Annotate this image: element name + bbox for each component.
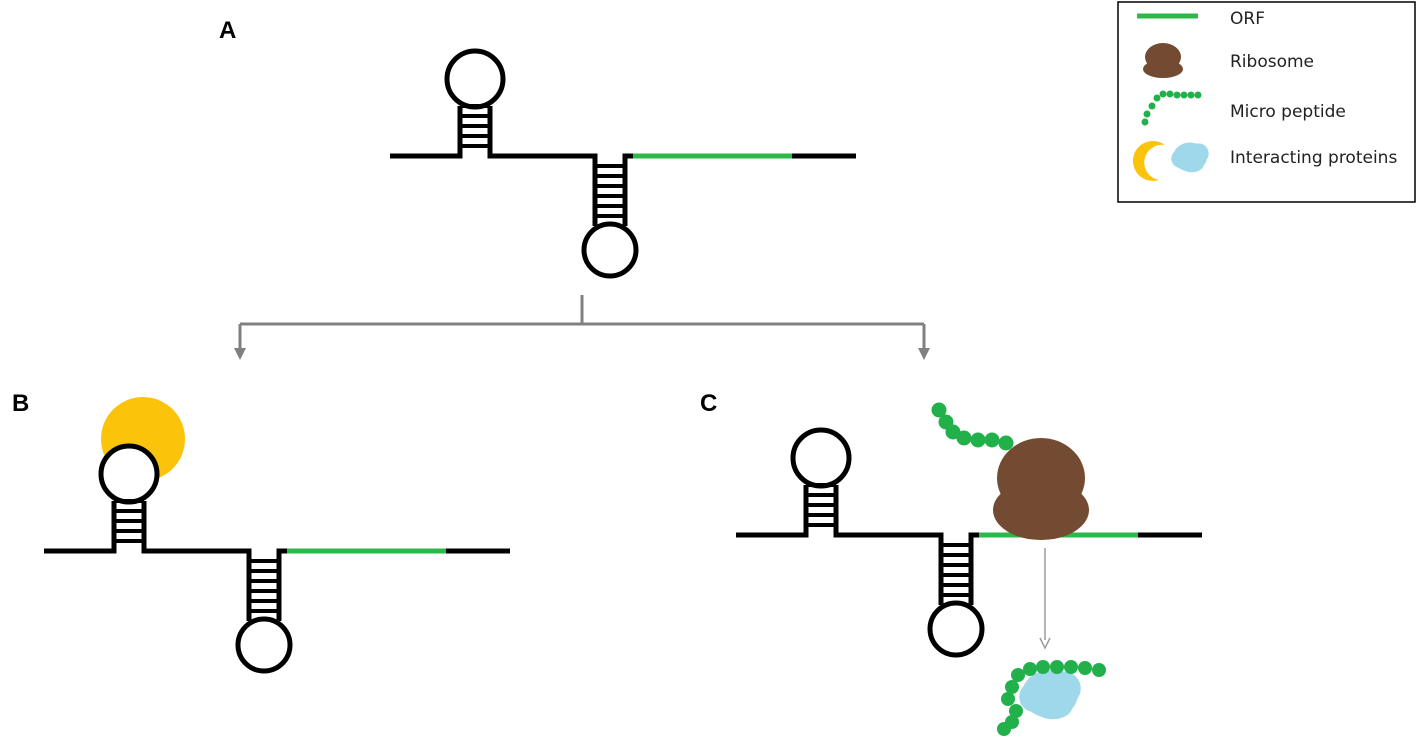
interacting-protein-blue-part: [1179, 157, 1204, 173]
peptide-bead: [931, 402, 947, 418]
legend-label-ribosome: Ribosome: [1230, 52, 1314, 72]
arrowhead-right-icon: [918, 348, 930, 360]
micro-peptide-chain: [931, 402, 1014, 451]
peptide-bead: [1078, 661, 1092, 675]
interacting-proteins-icon: [1132, 140, 1209, 181]
peptide-bead: [1143, 110, 1151, 118]
peptide-bead: [984, 432, 1000, 448]
peptide-bead: [1064, 660, 1078, 674]
peptide-bead: [945, 424, 961, 440]
panel-a-label: A: [219, 17, 236, 44]
released-peptide-complex: [997, 660, 1106, 736]
peptide-bead: [970, 432, 986, 448]
ribosome-icon: [993, 438, 1089, 540]
legend-label-interacting-proteins: Interacting proteins: [1230, 148, 1397, 168]
peptide-bead: [1005, 680, 1019, 694]
peptide-bead: [1141, 118, 1149, 126]
peptide-bead: [1023, 662, 1037, 676]
peptide-bead: [1180, 91, 1188, 99]
peptide-bead: [1159, 90, 1167, 98]
panel-b-rna: [44, 397, 510, 671]
panel-c-rna: [736, 402, 1202, 736]
peptide-bead: [1050, 660, 1064, 674]
legend-label-micro-peptide: Micro peptide: [1230, 102, 1346, 122]
panel-a-rna: [390, 51, 856, 276]
peptide-bead: [1011, 668, 1025, 682]
peptide-bead: [1001, 692, 1015, 706]
translation-arrowhead-icon: [1039, 637, 1051, 650]
peptide-bead: [1036, 660, 1050, 674]
peptide-bead: [1173, 91, 1181, 99]
peptide-bead: [1148, 102, 1156, 110]
arrowhead-left-icon: [234, 348, 246, 360]
peptide-bead: [1194, 91, 1202, 99]
ribosome-icon: [1143, 43, 1183, 78]
branch-arrow: [234, 295, 930, 360]
micro-peptide-icon: [1141, 90, 1202, 126]
legend-label-orf: ORF: [1230, 9, 1265, 29]
peptide-bead: [1153, 94, 1161, 102]
peptide-bead: [997, 722, 1011, 736]
interacting-protein-blue-part: [1033, 694, 1073, 720]
peptide-bead: [1166, 90, 1174, 98]
peptide-bead: [1187, 91, 1195, 99]
panel-b-label: B: [12, 390, 29, 417]
peptide-bead: [998, 435, 1014, 451]
peptide-bead: [1009, 704, 1023, 718]
legend-box: [1117, 1, 1416, 203]
panel-c-label: C: [700, 390, 717, 417]
peptide-bead: [1092, 663, 1106, 677]
legend: ORF Ribosome Micro peptide Interacting p…: [1117, 1, 1416, 203]
peptide-bead: [956, 430, 972, 446]
